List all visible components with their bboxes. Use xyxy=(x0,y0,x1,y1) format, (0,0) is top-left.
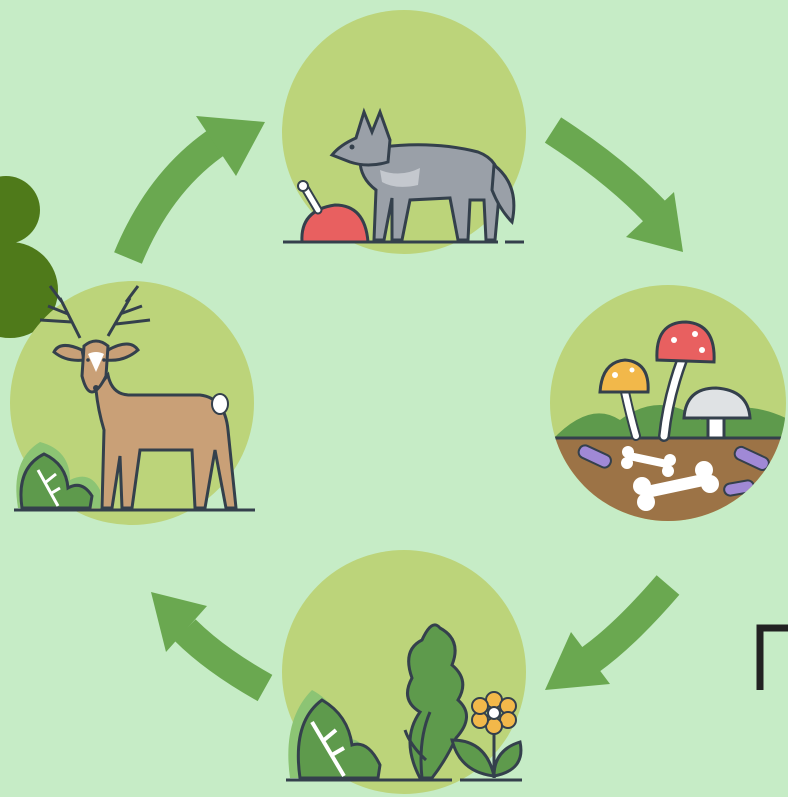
cycle-canvas xyxy=(0,0,788,797)
food-cycle-diagram xyxy=(0,0,788,797)
